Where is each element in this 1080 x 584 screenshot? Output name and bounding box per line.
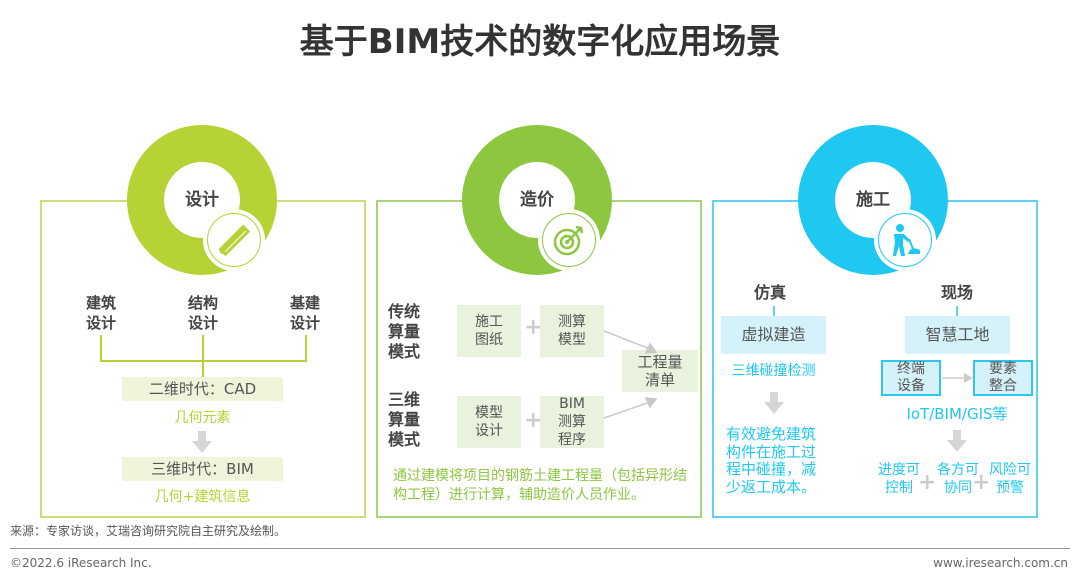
plus-icon: + bbox=[972, 470, 991, 495]
ruler-pencil-icon bbox=[207, 213, 261, 267]
smart-site-box: 智慧工地 bbox=[905, 316, 1010, 354]
construction-drawings-box: 施工 图纸 bbox=[457, 305, 521, 357]
down-arrow-icon bbox=[764, 392, 784, 414]
right-arrow-icon bbox=[942, 373, 973, 383]
design-ring: 设计 bbox=[127, 125, 277, 275]
era-2d-note: 几何元素 bbox=[174, 410, 231, 426]
source-note: 来源：专家访谈，艾瑞咨询研究院自主研究及绘制。 bbox=[10, 524, 287, 538]
category-structure: 结构 设计 bbox=[187, 294, 218, 332]
worker-shovel-icon bbox=[878, 213, 932, 267]
terminal-device-box: 终端 设备 bbox=[881, 360, 941, 396]
virtual-construction-box: 虚拟建造 bbox=[721, 316, 826, 354]
cost-description: 通过建模将项目的钢筋土建工程量（包括异形结构工程）进行计算，辅助造价人员作业。 bbox=[393, 468, 687, 503]
flow-arrows bbox=[603, 330, 658, 419]
era-2d-cad: 二维时代：CAD bbox=[122, 377, 283, 401]
construction-ring: 施工 bbox=[798, 125, 948, 275]
outcome-risk-warning: 风险可 预警 bbox=[989, 462, 1031, 496]
simulation-label: 仿真 bbox=[753, 283, 786, 302]
plus-icon: + bbox=[524, 315, 543, 340]
category-infrastructure: 基建 设计 bbox=[289, 294, 320, 332]
down-arrow-icon bbox=[192, 431, 212, 453]
plus-icon: + bbox=[524, 408, 543, 433]
bim-estimate-program-box: BIM 测算 程序 bbox=[540, 396, 604, 448]
bill-of-quantities-box: 工程量 清单 bbox=[622, 350, 698, 392]
site-tech-note: IoT/BIM/GIS等 bbox=[906, 405, 1008, 423]
model-design-box: 模型 设计 bbox=[457, 396, 521, 448]
down-arrow-icon bbox=[947, 430, 967, 452]
site-label: 现场 bbox=[940, 283, 973, 302]
era-3d-note: 几何+建筑信息 bbox=[154, 489, 251, 505]
outcome-progress: 进度可 控制 bbox=[878, 462, 920, 496]
category-architecture: 建筑 设计 bbox=[85, 294, 116, 332]
target-icon bbox=[542, 213, 596, 267]
design-label: 设计 bbox=[185, 190, 219, 210]
bim-mode-label: 三维 算量 模式 bbox=[388, 390, 421, 449]
element-integration-box: 要素 整合 bbox=[973, 360, 1033, 396]
footer-copyright: ©2022.6 iResearch Inc. bbox=[10, 556, 152, 570]
traditional-mode-label: 传统 算量 模式 bbox=[388, 302, 421, 361]
era-3d-bim: 三维时代：BIM bbox=[122, 457, 283, 481]
cost-label: 造价 bbox=[520, 190, 554, 210]
estimate-model-box: 测算 模型 bbox=[540, 305, 604, 357]
footer-divider bbox=[10, 548, 1070, 549]
simulation-note: 三维碰撞检测 bbox=[731, 363, 816, 379]
plus-icon: + bbox=[918, 470, 937, 495]
footer-website[interactable]: www.iresearch.com.cn bbox=[933, 556, 1068, 570]
outcome-collaboration: 各方可 协同 bbox=[937, 462, 979, 496]
construction-label: 施工 bbox=[856, 190, 890, 210]
page-title: 基于BIM技术的数字化应用场景 bbox=[299, 22, 781, 62]
simulation-description: 有效避免建筑 构件在施工过 程中碰撞，减 少返工成本。 bbox=[726, 425, 817, 496]
cost-ring: 造价 bbox=[462, 125, 612, 275]
